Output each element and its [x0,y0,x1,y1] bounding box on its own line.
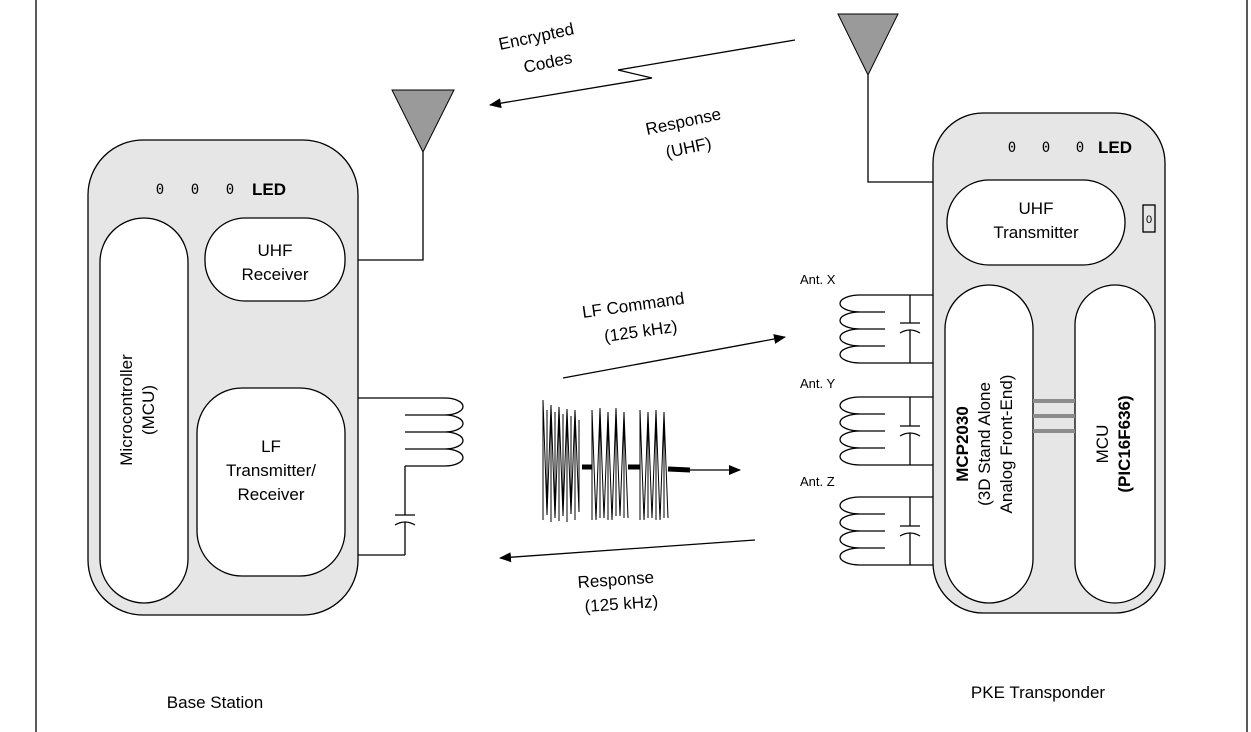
transponder-antenna-wire [867,75,933,183]
lf-line2: Transmitter/ [226,461,316,480]
uhf-link: Encrypted Codes Response (UHF) [489,19,796,162]
transponder-mcu-line1: MCU [1093,425,1112,464]
led-label: LED [1098,138,1132,157]
antenna-z-label: Ant. Z [800,474,835,489]
lf-response-arrow [499,539,756,563]
mcp2030-afe-block [944,284,1034,604]
base-station: 0 0 0 LED Microcontroller (MCU) UHF Rece… [87,89,464,616]
uhf-receiver-block [204,217,346,302]
antenna-x-coil-icon [839,294,933,364]
lf-line1: LF [261,437,281,456]
encrypted-line2: Codes [522,48,574,77]
base-uhf-antenna-icon [391,89,455,154]
transponder-button[interactable] [1142,204,1156,233]
afe-line1: MCP2030 [953,406,972,482]
uhf-signal-arrow [489,39,796,109]
lf-waveform-icon [542,399,741,522]
lf-response-line1: Response [577,568,655,592]
afe-line2: (3D Stand Alone [975,382,994,506]
led-mark: 0 [1076,140,1084,156]
base-station-led-row: 0 0 0 LED [156,180,286,199]
base-lf-coil-icon [358,397,464,556]
button-mark: 0 [1146,214,1152,226]
mcu-label-line1: Microcontroller [117,354,136,466]
uhf-transmitter-line1: UHF [1019,199,1054,218]
led-mark: 0 [1042,140,1050,156]
base-station-mcu-block [99,217,189,604]
uhf-receiver-line2: Receiver [241,265,308,284]
antenna-y-label: Ant. Y [800,376,836,391]
led-mark: 0 [226,182,234,198]
afe-line3: Analog Front-End) [997,375,1016,514]
led-label: LED [252,180,286,199]
led-mark: 0 [156,182,164,198]
transponder-caption: PKE Transponder [971,683,1106,702]
led-mark: 0 [191,182,199,198]
transponder-mcu-line2: (PIC16F636) [1115,395,1134,492]
antenna-x-label: Ant. X [800,272,836,287]
base-station-caption: Base Station [167,693,263,712]
led-mark: 0 [1008,140,1016,156]
uhf-transmitter-line2: Transmitter [993,223,1079,242]
pke-transponder: 0 0 0 LED UHF Transmitter 0 MCP2030 (3D … [800,13,1166,614]
uhf-transmitter-block [946,179,1126,266]
lf-transceiver-block [196,387,346,577]
lf-response-line2: (125 kHz) [584,592,659,616]
transponder-led-row: 0 0 0 LED [1008,138,1132,157]
base-antenna-wire [358,152,424,261]
mcu-label-line2: (MCU) [139,385,158,435]
transponder-uhf-antenna-icon [837,13,899,77]
uhf-receiver-line1: UHF [258,241,293,260]
uhf-response-line2: (UHF) [664,134,713,162]
antenna-z-coil-icon [839,496,933,566]
lf-command-line2: (125 kHz) [603,317,679,346]
lf-command-link: LF Command (125 kHz) [562,289,786,379]
antenna-y-coil-icon [839,396,933,466]
transponder-mcu-block [1074,284,1156,604]
uhf-response-line1: Response [644,104,723,139]
lf-response-link: Response (125 kHz) [499,539,756,616]
afe-mcu-bus [1033,399,1075,433]
lf-line3: Receiver [237,485,304,504]
lf-command-arrow [562,334,786,379]
